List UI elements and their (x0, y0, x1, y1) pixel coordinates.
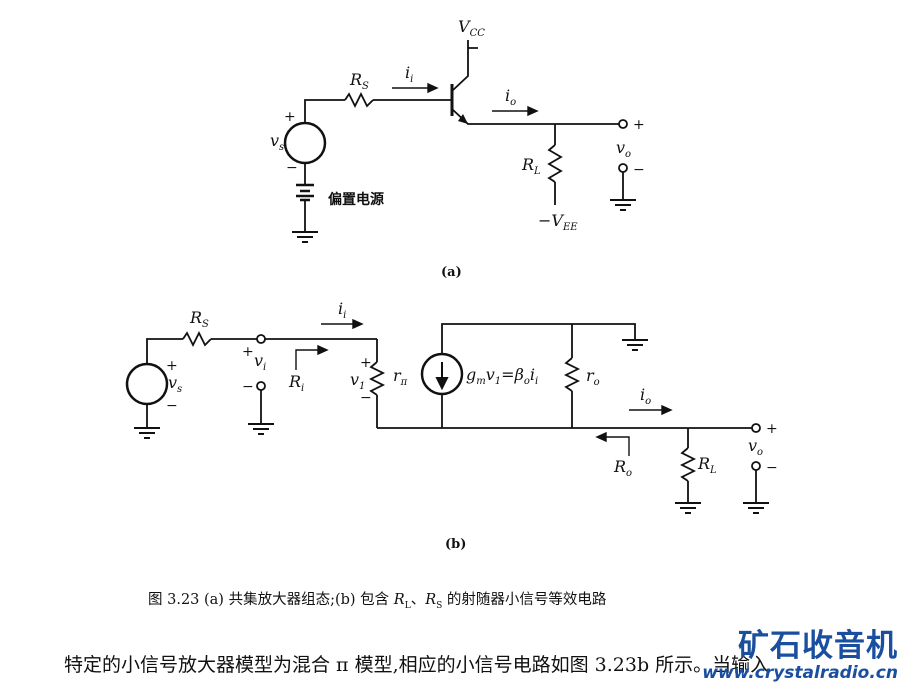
output-terminal-icon (751, 423, 761, 433)
ii-label: ii (405, 63, 413, 85)
emitter-arrow-icon (458, 114, 468, 124)
vi-plus-label: + (242, 344, 254, 360)
rpi-label: rπ (393, 366, 408, 388)
ground-icon (622, 339, 648, 351)
figure-b-label: (b) (445, 537, 466, 552)
body-text: 特定的小信号放大器模型为混合 π 模型,相应的小信号电路如图 3.23b 所示。… (64, 654, 770, 676)
ii-label: ii (338, 299, 346, 321)
ri-label: Ri (288, 372, 304, 394)
vo-plus-label: + (766, 421, 778, 437)
vo-label: vo (616, 138, 631, 160)
vs-plus-label: + (284, 109, 296, 125)
output-terminal-icon (618, 119, 628, 129)
vs-label: vs (168, 373, 182, 395)
current-arrow-icon (629, 404, 673, 416)
output-terminal-icon (751, 461, 761, 471)
io-label: io (505, 86, 516, 108)
resistance-arrow-icon (295, 344, 329, 370)
rl-label: RL (697, 454, 717, 476)
vee-label: −VEE (538, 211, 578, 233)
watermark-logo: 矿石收音机 www.crystalradio.cn (702, 628, 898, 682)
rs-label: RS (189, 308, 209, 330)
current-arrow-icon (492, 105, 539, 117)
figure-a-label: (a) (441, 265, 462, 280)
figure-b-wires (146, 323, 757, 503)
Ro-label: Ro (613, 457, 632, 479)
vs-label: vs (270, 131, 284, 153)
watermark-url: www.crystalradio.cn (702, 663, 898, 683)
circuit-figure: VCC RS ii io + vs − 偏置电源 RL −VEE + vo − … (125, 17, 778, 552)
output-terminal-icon (618, 163, 628, 173)
vo-label: vo (748, 436, 763, 458)
vcc-label: VCC (458, 17, 485, 39)
figure-caption: 图 3.23 (a) 共集放大器组态;(b) 包含 RL、RS 的射随器小信号等… (148, 592, 607, 611)
current-source-arrow-icon (435, 362, 449, 391)
vo-minus-label: − (766, 460, 778, 476)
vs-plus-label: + (166, 358, 178, 374)
v1-plus-label: + (360, 355, 372, 371)
bias-supply-label: 偏置电源 (328, 191, 384, 208)
resistance-arrow-icon (595, 431, 630, 456)
ro-label: ro (586, 366, 600, 388)
vs-minus-label: − (286, 160, 298, 176)
vs-minus-label: − (166, 398, 178, 414)
battery-icon (296, 183, 314, 202)
vi-minus-label: − (242, 379, 254, 395)
current-arrow-icon (321, 318, 364, 330)
ground-icon (134, 427, 160, 439)
watermark-name: 矿石收音机 (738, 628, 898, 664)
ground-icon (675, 502, 701, 514)
rs-label: RS (349, 70, 369, 92)
input-terminal-icon (256, 334, 266, 344)
io-label: io (640, 385, 651, 407)
vi-label: vi (254, 351, 266, 373)
input-terminal-icon (256, 381, 266, 391)
voltage-source-icon (125, 362, 169, 406)
v1-minus-label: − (360, 390, 372, 406)
v1-label: v1 (350, 370, 365, 392)
current-source-icon (420, 352, 464, 396)
vo-plus-label: + (633, 117, 645, 133)
ground-icon (610, 199, 636, 211)
current-arrow-icon (392, 82, 439, 94)
ground-icon (248, 423, 274, 435)
ground-icon (292, 231, 318, 243)
rl-label: RL (521, 155, 541, 177)
vo-minus-label: − (633, 162, 645, 178)
gm-expression-label: gmv1=βoii (466, 365, 538, 387)
voltage-source-icon (283, 121, 327, 165)
ground-icon (743, 502, 769, 514)
figure-a-wires (304, 40, 624, 232)
